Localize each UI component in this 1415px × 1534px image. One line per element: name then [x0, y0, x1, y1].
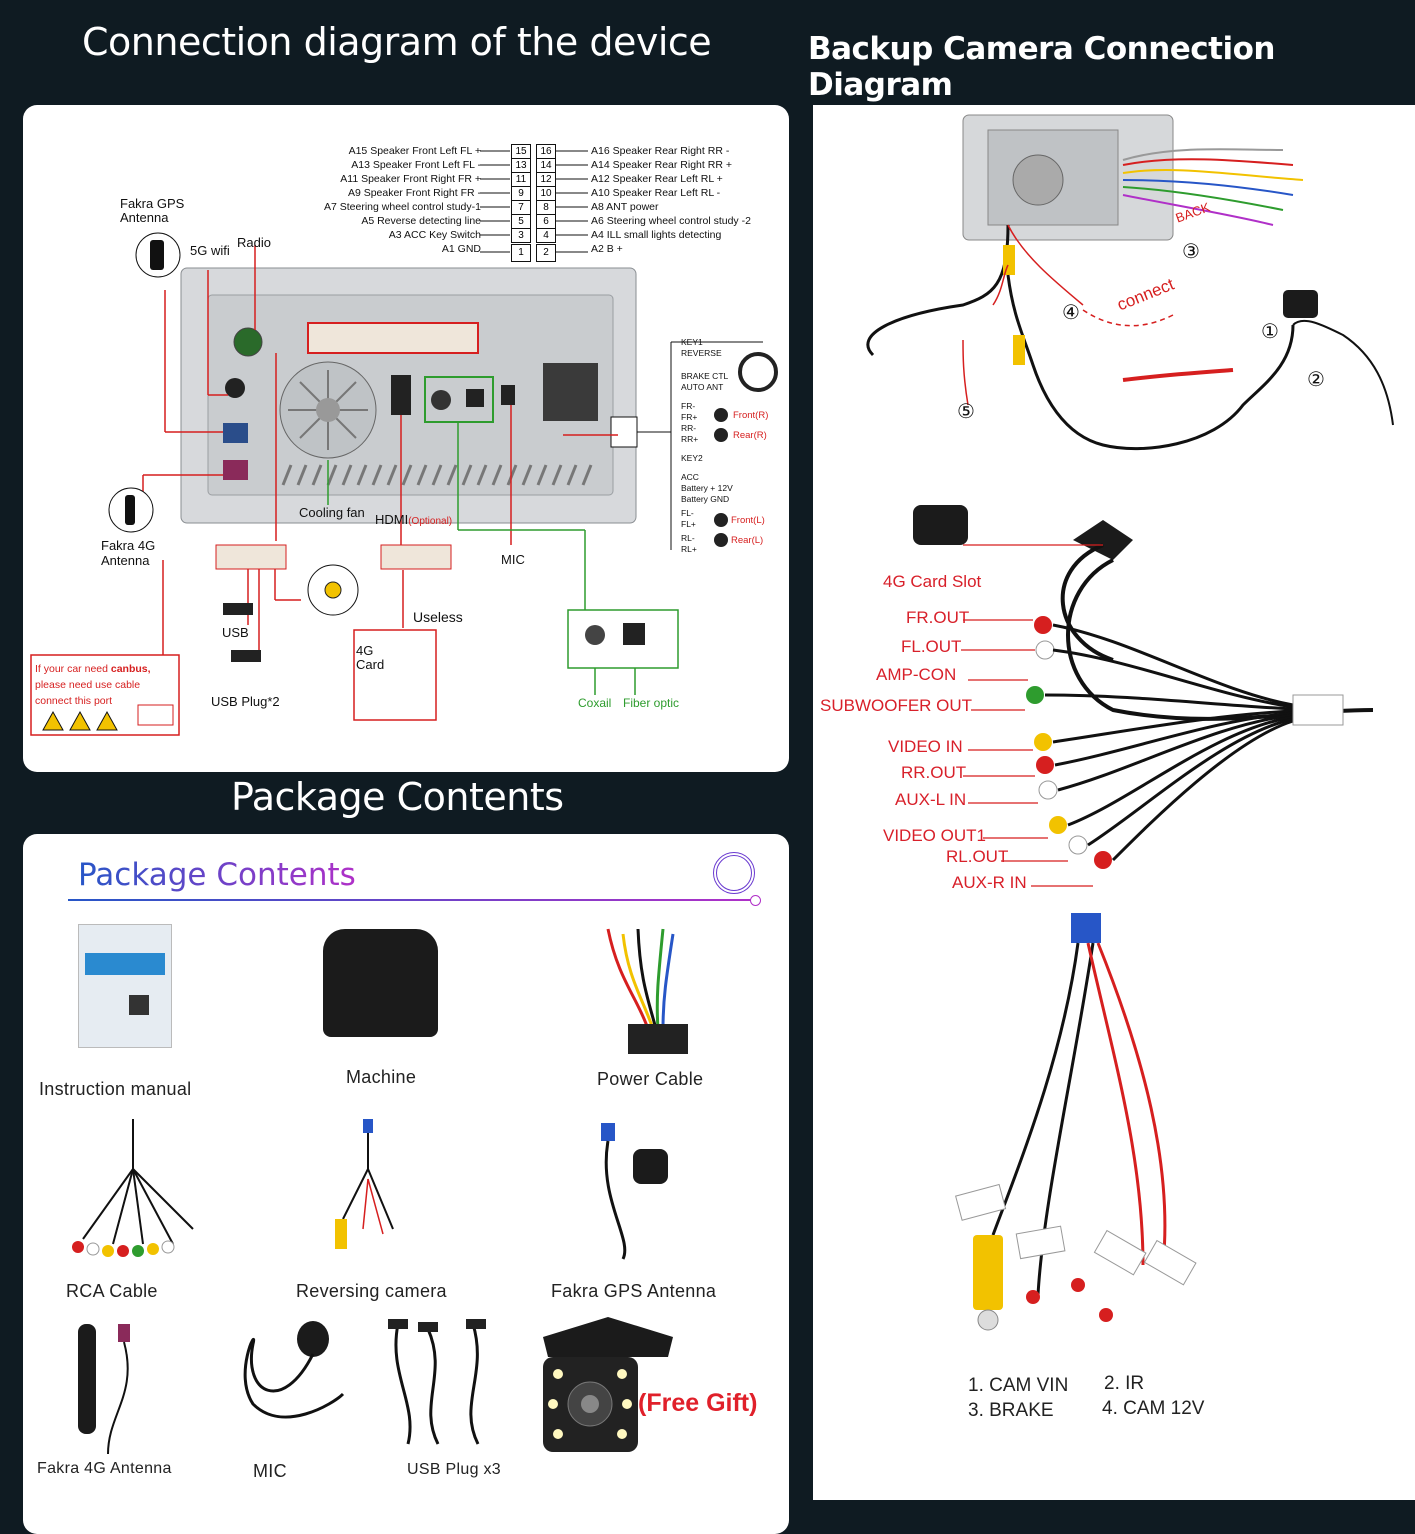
radio-label: Radio	[237, 235, 271, 250]
pin-a13: A13 Speaker Front Left FL -	[351, 159, 481, 171]
pin-a4: A4 ILL small lights detecting	[591, 229, 722, 241]
camera-wiring-illustration	[866, 114, 1394, 451]
rca-cable-image	[72, 1119, 194, 1257]
machine-image	[323, 929, 438, 1037]
backup-camera-panel: BACK connect ① ② ③ ④ ⑤	[813, 105, 1415, 1500]
item-instruction-manual: Instruction manual	[39, 1079, 192, 1099]
rca-amp-con: AMP-CON	[876, 665, 957, 684]
item-usb-plug: USB Plug x3	[407, 1461, 502, 1478]
pin-num-3: 3	[511, 228, 531, 243]
pin-num-2: 2	[536, 244, 556, 262]
speaker-rear-r: Rear(R)	[733, 430, 767, 441]
backup-camera-gift-image	[543, 1317, 673, 1452]
fakra-4g-antenna-image	[78, 1324, 130, 1455]
device-back-panel	[30, 232, 778, 736]
wifi-5g-label: 5G wifi	[190, 243, 230, 258]
usb-label: USB	[222, 625, 249, 640]
pin-a5: A5 Reverse detecting line	[361, 215, 481, 227]
speaker-front-l: Front(L)	[731, 515, 765, 526]
rca-video-in: VIDEO IN	[888, 737, 963, 756]
rca-rl-out: RL.OUT	[946, 847, 1009, 866]
pin-num-9: 9	[511, 186, 531, 201]
rca-subwoofer-out: SUBWOOFER OUT	[820, 696, 973, 715]
pin-num-1: 1	[511, 244, 531, 262]
pin-a12: A12 Speaker Rear Left RL +	[591, 173, 723, 185]
pin-num-4: 4	[536, 228, 556, 243]
pin-a6: A6 Steering wheel control study -2	[591, 215, 751, 227]
pin-num-7: 7	[511, 200, 531, 215]
rca-video-out1: VIDEO OUT1	[883, 826, 986, 845]
connection-diagram-panel: A15 Speaker Front Left FL + A13 Speaker …	[23, 105, 789, 772]
fiber-optic-label: Fiber optic	[623, 696, 680, 710]
heading-underline	[68, 899, 758, 901]
item-fakra-4g-antenna: Fakra 4G Antenna	[37, 1460, 172, 1477]
cam-legend-2: 2. IR	[1104, 1373, 1145, 1394]
rca-rr-out: RR.OUT	[901, 763, 967, 782]
reversing-camera-cable-image	[335, 1119, 394, 1249]
instruction-manual-image	[78, 924, 172, 1048]
pin-a7: A7 Steering wheel control study-1	[323, 201, 481, 213]
fakra-gps-antenna-image	[601, 1123, 668, 1260]
fakra-4g-label: Fakra 4G Antenna	[101, 538, 156, 568]
backup-camera-title: Backup Camera Connection Diagram	[808, 31, 1276, 103]
mic-image	[243, 1321, 345, 1419]
spiral-logo	[713, 852, 755, 894]
pin-a1: A1 GND	[441, 243, 481, 255]
marker-1: ①	[1261, 321, 1279, 343]
package-panel: Package Contents	[23, 834, 789, 1534]
pin-a2: A2 B +	[591, 243, 623, 255]
pin-a3: A3 ACC Key Switch	[388, 229, 481, 241]
marker-4: ④	[1062, 302, 1080, 324]
cam-legend-3: 3. BRAKE	[968, 1400, 1054, 1421]
camera-harness-illustration	[955, 913, 1197, 1331]
speaker-rear-l: Rear(L)	[731, 535, 764, 546]
canbus-note: If your car need canbus, please need use…	[35, 663, 151, 707]
pin-lines	[480, 150, 588, 253]
usb-plug-label: USB Plug*2	[211, 694, 280, 709]
item-reversing-camera: Reversing camera	[296, 1281, 447, 1301]
power-cable-image	[606, 928, 688, 1054]
cam-legend-1: 1. CAM VIN	[968, 1375, 1069, 1396]
pin-a11: A11 Speaker Front Right FR +	[340, 173, 481, 185]
pin-a16: A16 Speaker Rear Right RR -	[591, 145, 730, 157]
item-rca-cable: RCA Cable	[66, 1281, 158, 1301]
card-4g-label: 4G Card	[356, 643, 385, 672]
item-power-cable: Power Cable	[597, 1069, 704, 1089]
marker-5: ⑤	[957, 401, 975, 423]
marker-2: ②	[1307, 369, 1325, 391]
useless-label: Useless	[413, 609, 463, 625]
cam-legend-4: 4. CAM 12V	[1102, 1398, 1205, 1419]
rca-breakout-illustration	[913, 505, 1374, 887]
underline-dot	[750, 895, 761, 906]
package-contents-title: Package Contents	[231, 775, 564, 819]
fakra-gps-label: Fakra GPS Antenna	[120, 196, 185, 225]
package-inner-heading: Package Contents	[78, 857, 356, 893]
pin-a8: A8 ANT power	[591, 201, 659, 213]
rca-fl-out: FL.OUT	[901, 637, 962, 656]
mic-label: MIC	[501, 552, 525, 567]
rca-4g-card-slot: 4G Card Slot	[883, 572, 982, 591]
item-machine: Machine	[346, 1067, 417, 1087]
marker-3: ③	[1182, 241, 1200, 263]
cooling-fan-label: Cooling fan	[299, 505, 365, 520]
hdmi-label: HDMI(Optional)	[375, 512, 453, 527]
item-mic: MIC	[253, 1461, 287, 1481]
pin-a15: A15 Speaker Front Left FL +	[348, 145, 481, 157]
pin-a9: A9 Speaker Front Right FR -	[347, 187, 481, 199]
speaker-front-r: Front(R)	[733, 410, 769, 421]
pin-a10: A10 Speaker Rear Left RL -	[591, 187, 721, 199]
usb-plug-image	[388, 1319, 486, 1445]
rca-fr-out: FR.OUT	[906, 608, 970, 627]
pin-a14: A14 Speaker Rear Right RR +	[591, 159, 732, 171]
rca-aux-l-in: AUX-L IN	[895, 790, 967, 809]
coaxial-label: Coxail	[578, 696, 612, 710]
rca-aux-r-in: AUX-R IN	[952, 873, 1027, 892]
free-gift-label: (Free Gift)	[638, 1389, 758, 1417]
connection-diagram-title: Connection diagram of the device	[82, 20, 712, 64]
item-fakra-gps-antenna: Fakra GPS Antenna	[551, 1281, 717, 1301]
